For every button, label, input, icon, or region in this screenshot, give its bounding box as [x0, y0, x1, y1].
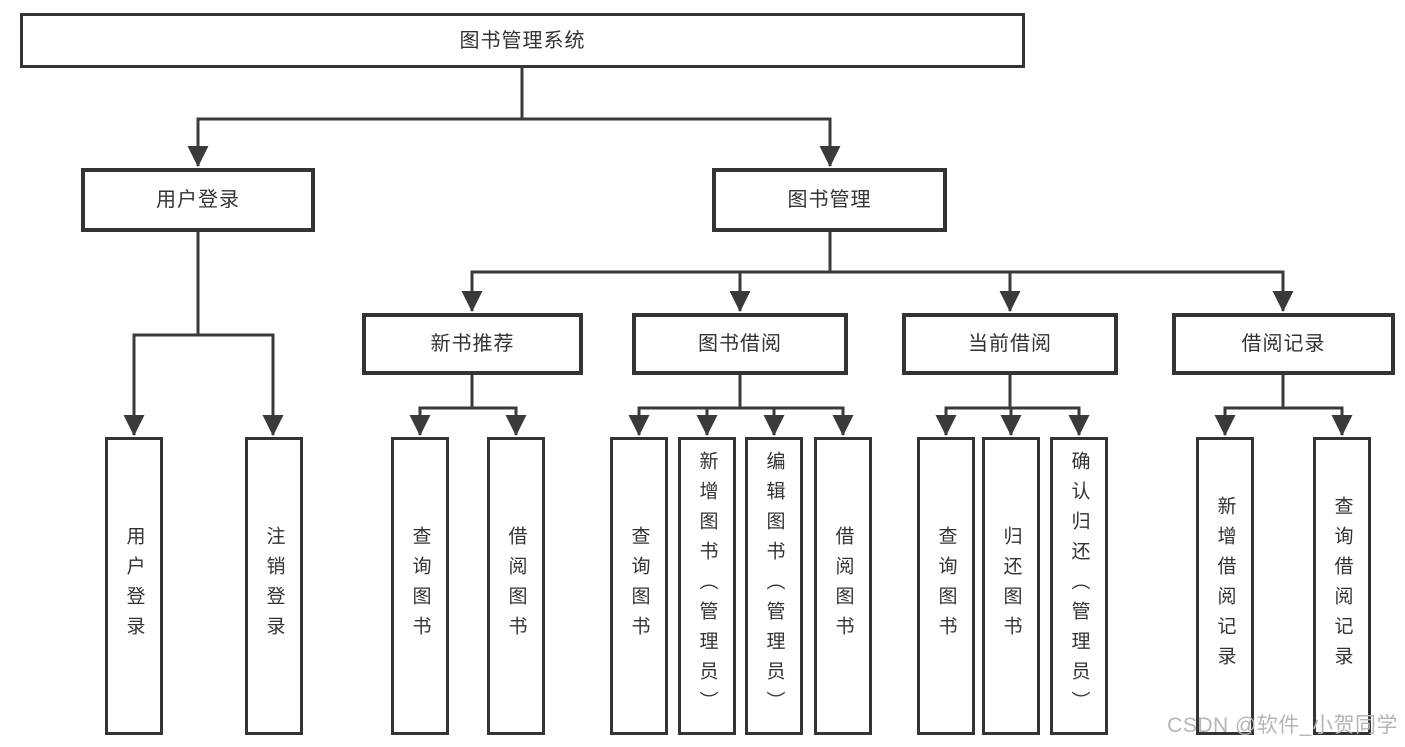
leaf-borrowing-borrow-books: 借阅图书	[814, 437, 872, 735]
node-label: 借阅图书	[832, 526, 854, 646]
node-label: 用户登录	[123, 526, 145, 646]
leaf-records-add-borrow-record: 新增借阅记录	[1196, 437, 1254, 735]
node-label: 编辑图书（管理员）	[763, 451, 785, 721]
node-label: 借阅图书	[505, 526, 527, 646]
leaf-borrowing-add-books-admin: 新增图书（管理员）	[678, 437, 736, 735]
node-label: 归还图书	[1000, 526, 1022, 646]
leaf-logout-login: 注销登录	[245, 437, 303, 735]
node-label: 图书管理	[787, 189, 872, 211]
node-label: 图书借阅	[698, 333, 782, 355]
node-label: 新增图书（管理员）	[696, 451, 718, 721]
leaf-current-return-books: 归还图书	[982, 437, 1040, 735]
node-current-borrowing: 当前借阅	[902, 313, 1118, 375]
leaf-current-confirm-return-admin: 确认归还（管理员）	[1050, 437, 1108, 735]
node-book-borrowing: 图书借阅	[632, 313, 848, 375]
node-label: 新书推荐	[430, 333, 515, 355]
leaf-recommend-query-books: 查询图书	[391, 437, 449, 735]
node-label: 确认归还（管理员）	[1068, 451, 1090, 721]
node-label: 查询图书	[409, 526, 431, 646]
leaf-borrowing-edit-books-admin: 编辑图书（管理员）	[745, 437, 803, 735]
leaf-records-query-borrow-record: 查询借阅记录	[1313, 437, 1371, 735]
leaf-borrowing-query-books: 查询图书	[610, 437, 668, 735]
leaf-recommend-borrow-books: 借阅图书	[487, 437, 545, 735]
node-label: 借阅记录	[1241, 333, 1326, 355]
node-new-book-recommend: 新书推荐	[362, 313, 583, 375]
node-borrow-records: 借阅记录	[1172, 313, 1395, 375]
node-label: 查询借阅记录	[1331, 496, 1353, 676]
leaf-user-login: 用户登录	[105, 437, 163, 735]
node-label: 当前借阅	[968, 333, 1052, 355]
node-library-system: 图书管理系统	[20, 13, 1025, 68]
leaf-current-query-books: 查询图书	[917, 437, 975, 735]
node-label: 图书管理系统	[459, 29, 586, 52]
node-label: 查询图书	[935, 526, 957, 646]
node-label: 新增借阅记录	[1214, 496, 1236, 676]
csdn-watermark: CSDN @软件_小贺同学	[1167, 714, 1398, 737]
node-label: 查询图书	[628, 526, 650, 646]
node-user-login: 用户登录	[81, 168, 315, 232]
node-label: 用户登录	[156, 189, 240, 211]
node-label: 注销登录	[263, 526, 285, 646]
node-book-management: 图书管理	[712, 168, 947, 232]
